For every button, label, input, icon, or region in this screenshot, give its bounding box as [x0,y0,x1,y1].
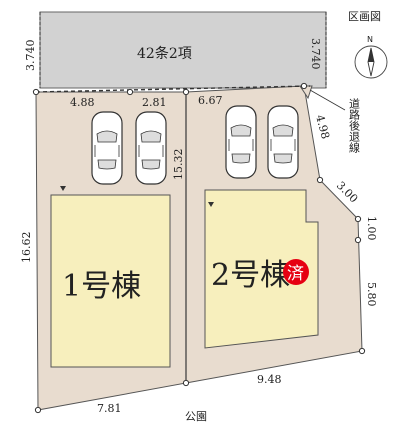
sold-badge: 済 [283,259,309,285]
north-arrow-icon [354,45,388,79]
house-2-entrance-marker [208,202,214,207]
dim-top-lot1-b: 2.81 [142,96,167,109]
dim-divider: 15.32 [172,149,185,181]
dim-right-short: 1.00 [365,216,378,241]
setback-line [35,85,311,93]
dim-bottom-lot1: 7.81 [97,402,122,415]
lot-1-label: 1号棟 [62,269,141,304]
plan-title: 区画図 [348,10,381,23]
sold-badge-text: 済 [287,264,304,284]
car-icon [135,111,167,185]
car-icon [91,111,123,185]
lot-2-label: 2号棟 [211,258,290,293]
house-2 [204,189,319,349]
dim-bottom-lot2: 9.48 [257,373,282,386]
park-label: 公園 [185,410,207,423]
road-setback-left-dim: 3.740 [24,40,37,72]
dim-left: 16.62 [20,232,33,264]
north-label: N [367,35,373,44]
setback-note: 道路後退線 [348,97,361,153]
boundary-points [32,82,366,414]
house-1 [50,194,171,368]
road-setback-right-dim: 3.740 [309,38,322,70]
dim-right-lower: 5.80 [365,282,378,307]
setback-note-leader [309,89,346,111]
car-icon [267,105,299,179]
car-icon [225,105,257,179]
house-1-entrance-marker [60,186,66,191]
road-label: 42条2項 [137,45,192,62]
dim-top-lot2: 6.67 [198,94,223,107]
dim-top-lot1-a: 4.88 [70,96,95,109]
dim-right-upper: 4.98 [313,113,332,140]
